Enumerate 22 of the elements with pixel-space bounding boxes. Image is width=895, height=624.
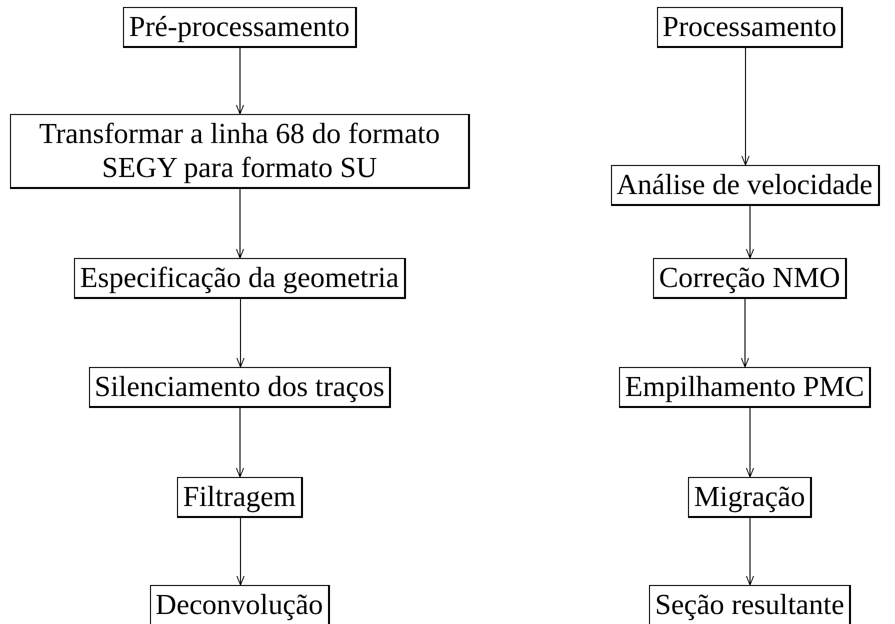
arrow (741, 48, 750, 166)
arrow (746, 206, 754, 258)
process-box: Processamento (656, 7, 844, 48)
process-box: Empilhamento PMC (619, 367, 872, 408)
arrow (236, 408, 244, 478)
process-box: Migração (688, 477, 812, 518)
process-box: Silenciamento dos traços (88, 367, 392, 408)
process-box: Deconvolução (150, 585, 330, 624)
arrow (746, 408, 754, 478)
process-box: Pré-processamento (123, 7, 357, 48)
arrow (236, 48, 244, 114)
arrow (236, 298, 245, 368)
process-box: Correção NMO (653, 258, 848, 299)
process-box: Transformar a linha 68 do formato SEGY para formato SU (10, 114, 470, 189)
process-box: Especificação da geometria (74, 258, 406, 299)
arrow (236, 188, 244, 258)
process-box: Filtragem (177, 477, 303, 518)
process-box: Seção resultante (649, 585, 852, 624)
arrow (236, 518, 245, 586)
arrow (740, 298, 750, 368)
process-box: Análise de velocidade (610, 165, 880, 206)
arrow (746, 518, 754, 586)
